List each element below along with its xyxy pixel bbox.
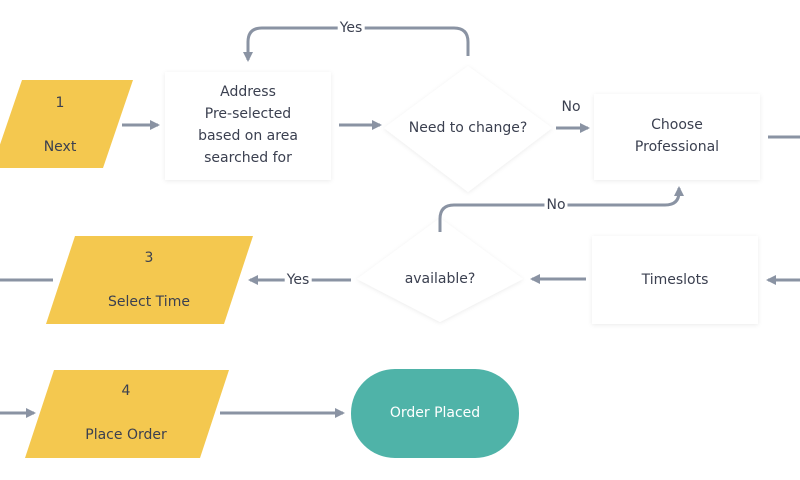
step3-text: Select Time xyxy=(108,294,190,310)
need-to-change-decision[interactable] xyxy=(384,66,552,192)
timeslots-label: Timeslots xyxy=(641,272,709,288)
order-placed-label: Order Placed xyxy=(389,405,481,421)
step3-io-shape[interactable] xyxy=(46,236,253,324)
address-process-box[interactable] xyxy=(165,72,331,180)
edge-label-yes-top: Yes xyxy=(337,20,365,36)
step1-label: 1 Next xyxy=(44,70,77,180)
step3-number: 3 xyxy=(144,250,154,266)
step1-io-shape[interactable] xyxy=(0,80,133,168)
address-label: Address Pre-selected based on area searc… xyxy=(198,84,298,166)
edge-label-yes-left: Yes xyxy=(284,272,312,288)
edge-label-no-right: No xyxy=(559,99,583,115)
step1-number: 1 xyxy=(55,95,65,111)
need-to-change-label: Need to change? xyxy=(408,120,528,136)
step4-io-shape[interactable] xyxy=(25,370,229,458)
available-decision[interactable] xyxy=(357,218,523,322)
step4-text: Place Order xyxy=(85,427,167,443)
step4-label: 4 Place Order xyxy=(85,358,166,468)
available-label: available? xyxy=(404,271,476,287)
choose-professional-label: Choose Professional xyxy=(634,117,720,155)
order-placed-terminal[interactable] xyxy=(351,369,519,458)
timeslots-box[interactable] xyxy=(592,236,758,324)
step3-label: 3 Select Time xyxy=(108,225,190,335)
step1-text: Next xyxy=(43,139,77,155)
choose-professional-box[interactable] xyxy=(594,94,760,180)
step4-number: 4 xyxy=(121,383,131,399)
edge-label-no-loop: No xyxy=(544,197,568,213)
